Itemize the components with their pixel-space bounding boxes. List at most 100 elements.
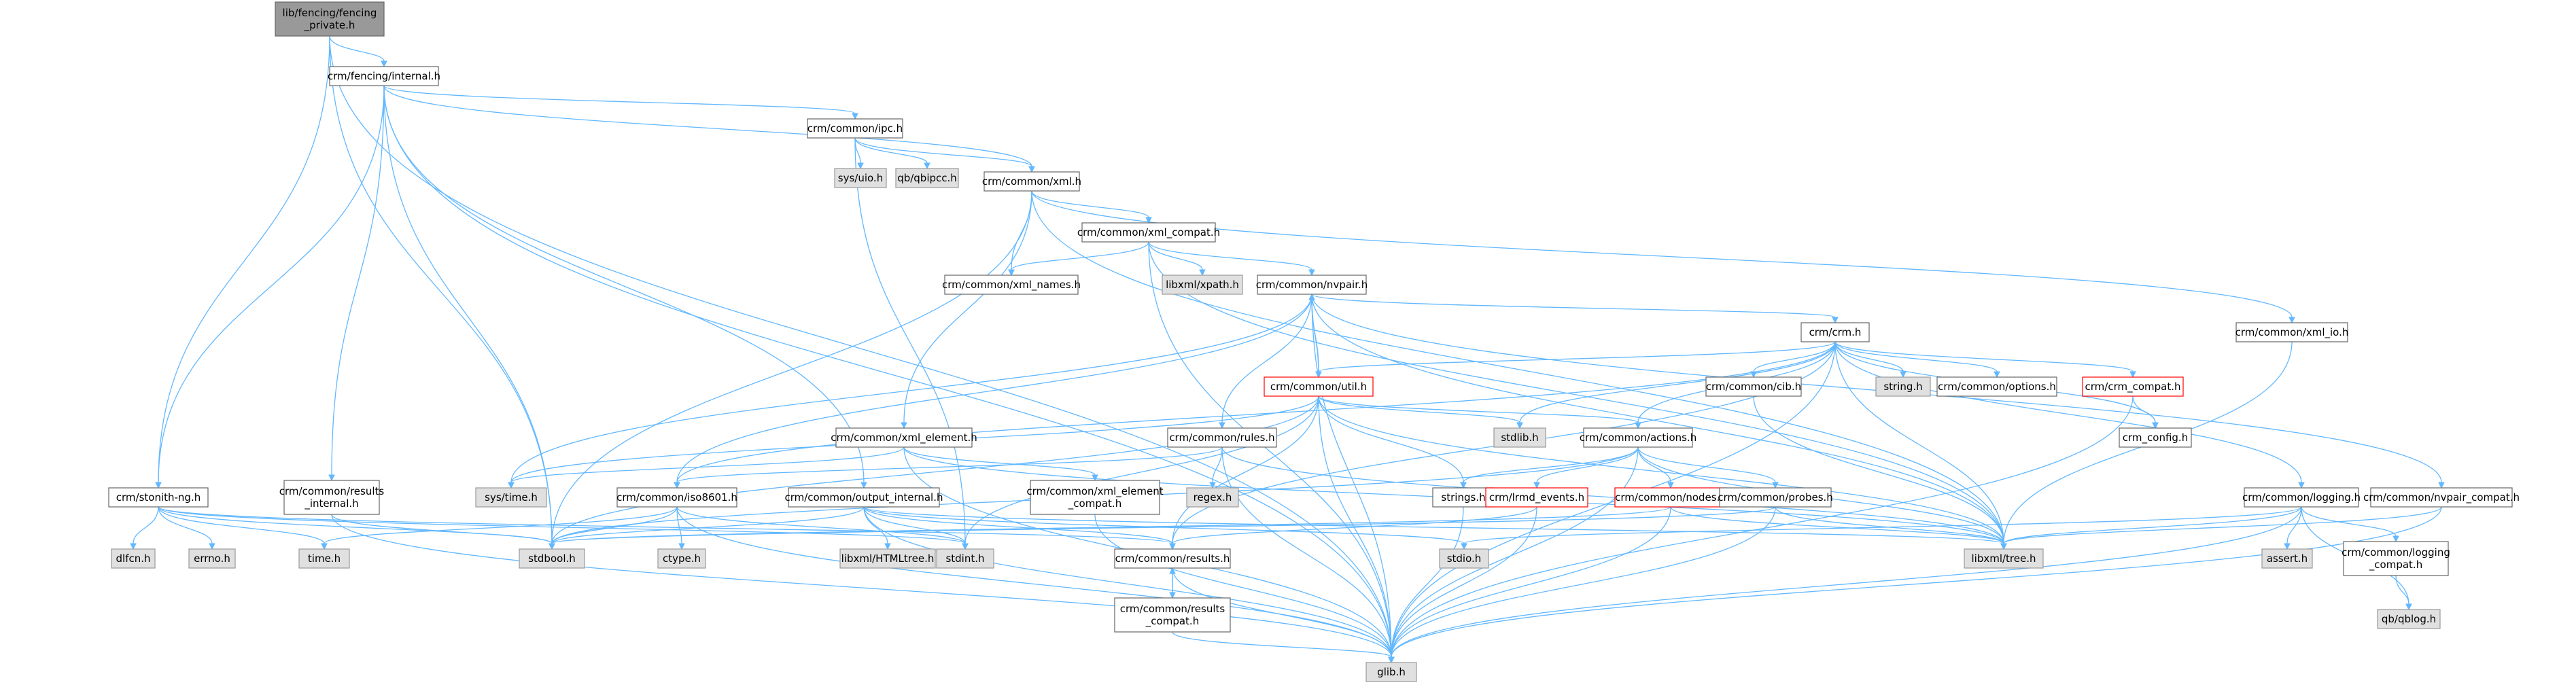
node-xml-compat[interactable]: crm/common/xml_compat.h	[1077, 222, 1220, 243]
node-util[interactable]: crm/common/util.h	[1264, 376, 1374, 397]
edge-actions-to-nodes	[1637, 446, 1674, 489]
edge-xml-to-xml_compat	[1031, 190, 1152, 224]
node-stonith-ng[interactable]: crm/stonith-ng.h	[108, 487, 209, 508]
node-logging[interactable]: crm/common/logging.h	[2242, 487, 2361, 508]
node-label: assert.h	[2267, 552, 2308, 565]
edge-logging-to-logging_compat	[2301, 506, 2399, 543]
edge-actions-to-glib	[1388, 446, 1639, 664]
edge-fencing_internal-to-stdbool	[383, 85, 555, 550]
node-label: libxml/HTMLtree.h	[841, 552, 935, 565]
node-xml[interactable]: crm/common/xml.h	[982, 171, 1081, 192]
node-dlfcn: dlfcn.h	[111, 548, 156, 569]
node-label: crm/crm.h	[1809, 326, 1862, 338]
node-cib[interactable]: crm/common/cib.h	[1705, 376, 1802, 397]
node-libxml-xpath: libxml/xpath.h	[1162, 275, 1243, 295]
node-label: crm/common/xml_element	[1026, 485, 1163, 498]
node-results-compat[interactable]: crm/common/results_compat.h	[1114, 597, 1231, 633]
node-logging-compat[interactable]: crm/common/logging_compat.h	[2342, 541, 2450, 576]
node-label: errno.h	[194, 552, 230, 565]
edge-crm-to-libxml_tree	[1834, 341, 2007, 550]
node-label: crm/common/ipc.h	[807, 122, 903, 135]
edge-fencing_internal-to-glib	[383, 85, 1395, 664]
edge-fencing_internal-to-results_internal	[328, 85, 385, 482]
node-label: crm/common/options.h	[1938, 381, 2056, 393]
edge-nvpair-to-rules	[1219, 294, 1312, 429]
node-xml-names[interactable]: crm/common/xml_names.h	[942, 275, 1081, 295]
node-label: qb/qblog.h	[2382, 613, 2436, 625]
node-qb-log: qb/qblog.h	[2377, 609, 2441, 629]
node-crm[interactable]: crm/crm.h	[1800, 322, 1870, 342]
node-xml-element-compat[interactable]: crm/common/xml_element_compat.h	[1026, 480, 1164, 515]
node-label: crm/common/xml_io.h	[2235, 326, 2349, 339]
node-label: _internal.h	[304, 497, 358, 510]
node-iso8601[interactable]: crm/common/iso8601.h	[616, 487, 737, 508]
edge-results_compat-to-glib	[1172, 631, 1395, 664]
node-label: sys/uio.h	[838, 172, 883, 184]
edge-probes-to-glib	[1388, 506, 1776, 664]
node-nodes[interactable]: crm/common/nodes.h	[1614, 487, 1727, 508]
edge-fencing_private-to-stdbool	[329, 35, 555, 550]
node-label: string.h	[1883, 381, 1922, 393]
node-libxml-tree: libxml/tree.h	[1964, 548, 2044, 569]
edge-logging-to-stdio	[1461, 506, 2302, 550]
node-time-h: time.h	[298, 548, 350, 569]
node-fencing-internal[interactable]: crm/fencing/internal.h	[328, 66, 440, 86]
edge-results_internal-to-glib	[331, 514, 1395, 664]
node-probes[interactable]: crm/common/probes.h	[1718, 487, 1833, 508]
node-options[interactable]: crm/common/options.h	[1936, 376, 2057, 397]
node-actions[interactable]: crm/common/actions.h	[1580, 427, 1696, 448]
node-nvpair-compat[interactable]: crm/common/nvpair_compat.h	[2363, 487, 2520, 508]
edge-ipc-to-stdint	[854, 137, 969, 550]
node-lrmd-events[interactable]: crm/lrmd_events.h	[1485, 487, 1588, 508]
node-assert: assert.h	[2261, 548, 2313, 569]
dependency-edges	[130, 35, 2445, 664]
edge-xml_compat-to-nvpair	[1148, 241, 1315, 277]
edge-lrmd_events-to-glib	[1388, 506, 1537, 664]
edge-xml_compat-to-libxml_xpath	[1148, 241, 1206, 277]
node-label: _compat.h	[2369, 559, 2422, 571]
edge-nvpair-to-iso8601	[674, 294, 1312, 489]
node-label: crm/crm_compat.h	[2085, 381, 2181, 393]
node-strings[interactable]: strings.h	[1432, 487, 1495, 508]
node-stdbool: stdbool.h	[519, 548, 585, 569]
node-label: crm/common/probes.h	[1718, 491, 1833, 504]
node-label: crm/lrmd_events.h	[1489, 491, 1584, 504]
edge-logging-to-libxml_tree	[2000, 506, 2302, 550]
edge-util-to-libxml_tree	[1318, 395, 2007, 550]
node-label: regex.h	[1194, 491, 1232, 504]
edge-ipc-to-qb_ipcc	[854, 137, 930, 170]
node-xml-io[interactable]: crm/common/xml_io.h	[2235, 322, 2349, 342]
edge-xml_compat-to-xml_names	[1008, 241, 1149, 277]
node-results[interactable]: crm/common/results.h	[1114, 548, 1231, 569]
node-nvpair[interactable]: crm/common/nvpair.h	[1256, 275, 1368, 295]
node-label: crm/common/rules.h	[1169, 431, 1274, 444]
edge-stonith_ng-to-errno	[158, 506, 215, 550]
node-label: libxml/tree.h	[1971, 552, 2036, 565]
node-label: crm/common/xml.h	[982, 175, 1081, 188]
node-label: _compat.h	[1068, 497, 1121, 510]
node-label: crm/common/logging	[2342, 546, 2450, 559]
node-fencing-private[interactable]: lib/fencing/fencing_private.h	[275, 1, 385, 37]
edge-ipc-to-xml	[854, 137, 1035, 173]
node-label: stdint.h	[945, 552, 984, 565]
node-crm-compat[interactable]: crm/crm_compat.h	[2082, 376, 2184, 397]
node-output-internal[interactable]: crm/common/output_internal.h	[784, 487, 943, 508]
node-stdint: stdint.h	[936, 548, 994, 569]
node-crm-config[interactable]: crm_config.h	[2119, 427, 2192, 448]
node-xml-element[interactable]: crm/common/xml_element.h	[831, 427, 977, 448]
node-label: dlfcn.h	[116, 552, 151, 565]
node-label: crm/common/output_internal.h	[784, 491, 943, 504]
edge-stonith_ng-to-time_h	[158, 506, 328, 550]
node-label: crm/common/results	[279, 485, 385, 497]
edge-iso8601-to-stdbool	[549, 506, 678, 550]
edge-crm_compat-to-crm_config	[2132, 395, 2159, 429]
edge-xml-to-xml_names	[1008, 190, 1032, 277]
node-rules[interactable]: crm/common/rules.h	[1167, 427, 1277, 448]
node-label: sys/time.h	[485, 491, 538, 504]
node-results-internal[interactable]: crm/common/results_internal.h	[279, 480, 385, 515]
edge-util-to-glib	[1318, 395, 1395, 664]
node-ipc[interactable]: crm/common/ipc.h	[807, 118, 903, 139]
node-label: strings.h	[1441, 491, 1485, 504]
edge-crm-to-options	[1834, 341, 2000, 378]
